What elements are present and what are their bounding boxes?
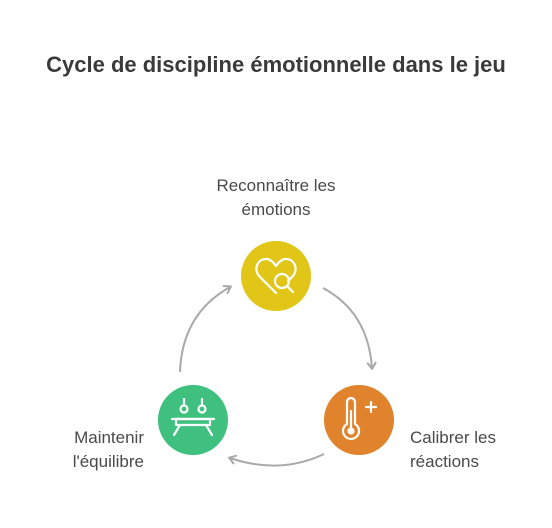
arrow-recognize-to-calibrate — [322, 287, 377, 370]
label-recognize-line-2: émotions — [241, 200, 311, 219]
node-calibrate-circle — [324, 385, 394, 455]
diagram-title: Cycle de discipline émotionnelle dans le… — [46, 52, 506, 77]
heart-search-icon — [255, 257, 297, 295]
label-calibrate-line-2: réactions — [410, 452, 479, 471]
node-calibrate-reactions — [324, 385, 394, 455]
label-maintain-line-2: l'équilibre — [72, 452, 144, 471]
arrow-maintain-to-recognize — [179, 284, 232, 373]
node-maintain-balance — [158, 385, 228, 455]
thermometer-plus-icon — [341, 396, 378, 441]
label-recognize-emotions: Reconnaître les émotions — [176, 174, 376, 222]
label-maintain-line-1: Maintenir — [74, 428, 144, 447]
label-recognize-line-1: Reconnaître les — [216, 176, 336, 195]
balance-beam-icon — [170, 397, 216, 437]
node-recognize-emotions — [241, 241, 311, 311]
label-calibrate-line-1: Calibrer les — [410, 428, 496, 447]
arrow-calibrate-to-maintain — [228, 453, 325, 467]
label-maintain-balance: Maintenir l'équilibre — [20, 426, 144, 474]
label-calibrate-reactions: Calibrer les réactions — [410, 426, 550, 474]
